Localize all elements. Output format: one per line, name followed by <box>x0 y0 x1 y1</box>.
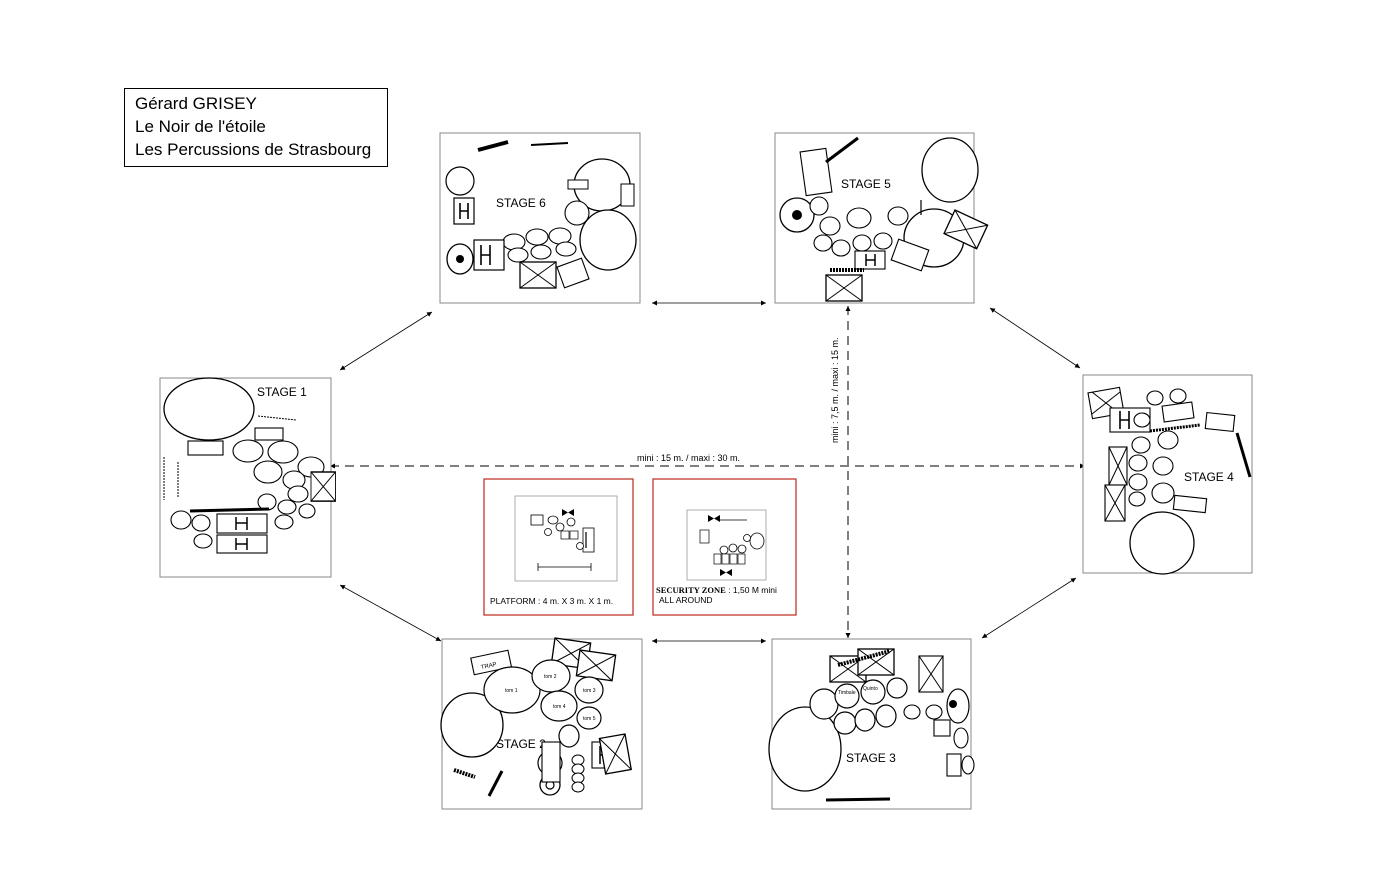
stage-5-label: STAGE 5 <box>841 177 891 191</box>
tom-4-label: tom 4 <box>553 704 566 710</box>
composer-name: Gérard GRISEY <box>135 94 257 113</box>
stage-4-label: STAGE 4 <box>1184 470 1234 484</box>
tom-2-label: tom 2 <box>544 674 557 680</box>
security-zone-caption-rest: : 1,50 M mini <box>726 585 777 595</box>
arrow-stage3-stage4 <box>981 577 1077 639</box>
stage-3-label: STAGE 3 <box>846 751 896 765</box>
arrow-stage5-stage4 <box>989 307 1081 369</box>
tom-1-label: tom 1 <box>505 688 518 694</box>
stage-3: STAGE 3 Timbale Quinto <box>768 638 975 810</box>
platform-detail-box: PLATFORM : 4 m. X 3 m. X 1 m. <box>483 478 634 616</box>
stage-5: STAGE 5 <box>774 132 989 304</box>
stage-1: STAGE 1 <box>159 377 337 578</box>
horizontal-distance-label: mini : 15 m. / maxi : 30 m. <box>637 453 740 463</box>
security-zone-caption: SECURITY ZONE : 1,50 M mini <box>656 585 777 595</box>
ensemble-name: Les Percussions de Strasbourg <box>135 140 372 159</box>
distance-lines <box>330 306 1085 638</box>
tom-3-label: tom 3 <box>583 688 596 694</box>
gong-circle <box>163 377 255 441</box>
work-title: Le Noir de l'étoile <box>135 117 266 136</box>
stage-2: STAGE 2 TRAP tom 1 tom 2 tom 3 tom 4 tom… <box>440 637 643 810</box>
security-zone-caption-bold: SECURITY ZONE <box>656 585 726 595</box>
timbale-label: Timbale <box>838 690 856 696</box>
security-zone-caption-line2: ALL AROUND <box>659 595 713 605</box>
vertical-distance-label: mini : 7,5 m. / maxi : 15 m. <box>830 337 840 443</box>
arrow-stage1-stage2 <box>339 584 442 642</box>
stage-1-label: STAGE 1 <box>257 385 307 399</box>
stage-6: STAGE 6 <box>439 132 641 304</box>
stage-2-trap-label: TRAP <box>480 662 497 671</box>
platform-caption: PLATFORM : 4 m. X 3 m. X 1 m. <box>490 596 613 606</box>
title-box: Gérard GRISEY Le Noir de l'étoile Les Pe… <box>124 88 388 167</box>
tom-5-label: tom 5 <box>583 716 596 722</box>
stage-6-label: STAGE 6 <box>496 196 546 210</box>
arrow-stage1-stage6 <box>339 311 433 371</box>
security-zone-detail-box: SECURITY ZONE : 1,50 M mini ALL AROUND <box>652 478 797 616</box>
quinto-label: Quinto <box>863 686 878 692</box>
stage-4: STAGE 4 <box>1082 374 1253 575</box>
stage-2-label: STAGE 2 <box>496 737 546 751</box>
connector-arrows <box>339 300 1081 644</box>
